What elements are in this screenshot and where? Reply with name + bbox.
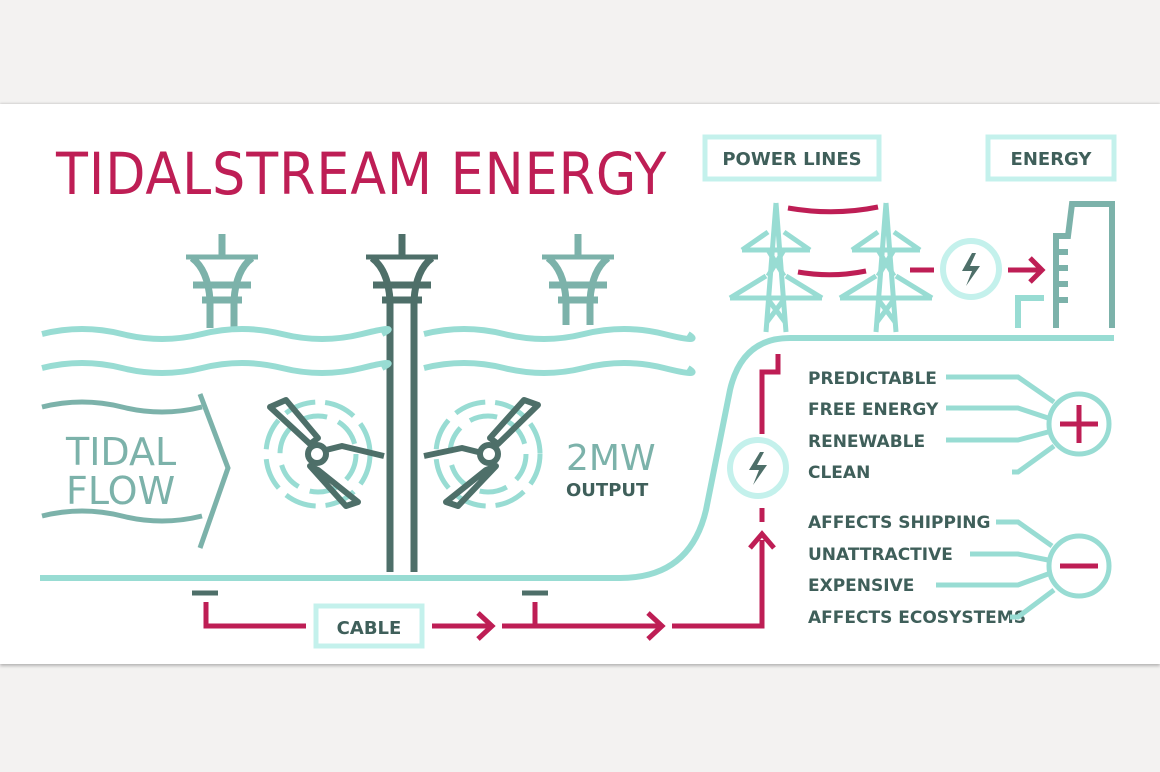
cons-item: AFFECTS SHIPPING bbox=[808, 513, 990, 533]
energy-label: ENERGY bbox=[1011, 149, 1093, 170]
cons-item: UNATTRACTIVE bbox=[808, 545, 953, 565]
plus-icon bbox=[1046, 391, 1112, 457]
cable-label-box: CABLE bbox=[313, 603, 425, 649]
cons-connectors bbox=[936, 519, 1056, 620]
pros-connectors bbox=[946, 374, 1056, 475]
wave-line bbox=[423, 326, 696, 342]
turbine-tower-icon bbox=[186, 234, 258, 328]
wave-line bbox=[41, 360, 392, 376]
cons-item: AFFECTS ECOSYSTEMS bbox=[808, 608, 1026, 628]
tidal-flow-arrow bbox=[41, 393, 231, 549]
pros-item: PREDICTABLE bbox=[808, 369, 937, 389]
wave-line bbox=[41, 326, 392, 342]
pros-item: CLEAN bbox=[808, 463, 870, 483]
lightning-icon bbox=[727, 437, 789, 499]
cons-list: AFFECTS SHIPPING UNATTRACTIVE EXPENSIVE … bbox=[808, 513, 1112, 628]
wave-line bbox=[423, 360, 696, 376]
building-icon bbox=[1053, 201, 1115, 328]
pros-list: PREDICTABLE FREE ENERGY RENEWABLE CLEAN bbox=[808, 369, 1112, 483]
pylon-icon bbox=[728, 202, 824, 333]
output-value: 2MW bbox=[566, 438, 656, 479]
lightning-icon bbox=[940, 238, 1002, 300]
cable-path bbox=[203, 354, 781, 641]
energy-label-box: ENERGY bbox=[985, 134, 1117, 182]
page-title: TIDALSTREAM ENERGY bbox=[55, 140, 667, 208]
cable-label: CABLE bbox=[337, 618, 402, 639]
turbine-rotor-icon bbox=[423, 397, 543, 509]
minus-icon bbox=[1046, 533, 1112, 599]
arrow-right-icon bbox=[1008, 256, 1046, 284]
cons-item: EXPENSIVE bbox=[808, 576, 914, 596]
turbine-rotor-icon bbox=[263, 397, 385, 509]
seabed-line bbox=[40, 335, 1114, 581]
infographic-card: TIDALSTREAM ENERGY POWER LINES ENERGY bbox=[0, 104, 1160, 664]
pros-item: RENEWABLE bbox=[808, 432, 925, 452]
tidal-flow-label-line1: TIDAL bbox=[65, 430, 176, 474]
turbine-tower-icon bbox=[542, 234, 614, 325]
small-building-outline bbox=[1015, 295, 1044, 328]
pylon-icon bbox=[838, 202, 934, 333]
power-lines-label-box: POWER LINES bbox=[702, 134, 882, 182]
turbine-tower-icon bbox=[366, 234, 438, 572]
power-cables bbox=[787, 204, 934, 278]
tidal-flow-label-line2: FLOW bbox=[66, 469, 175, 513]
pros-item: FREE ENERGY bbox=[808, 400, 939, 420]
water-waves bbox=[41, 326, 696, 376]
power-lines-label: POWER LINES bbox=[722, 149, 861, 170]
output-label: OUTPUT bbox=[566, 480, 649, 501]
infographic-canvas: TIDALSTREAM ENERGY POWER LINES ENERGY bbox=[40, 134, 1117, 649]
